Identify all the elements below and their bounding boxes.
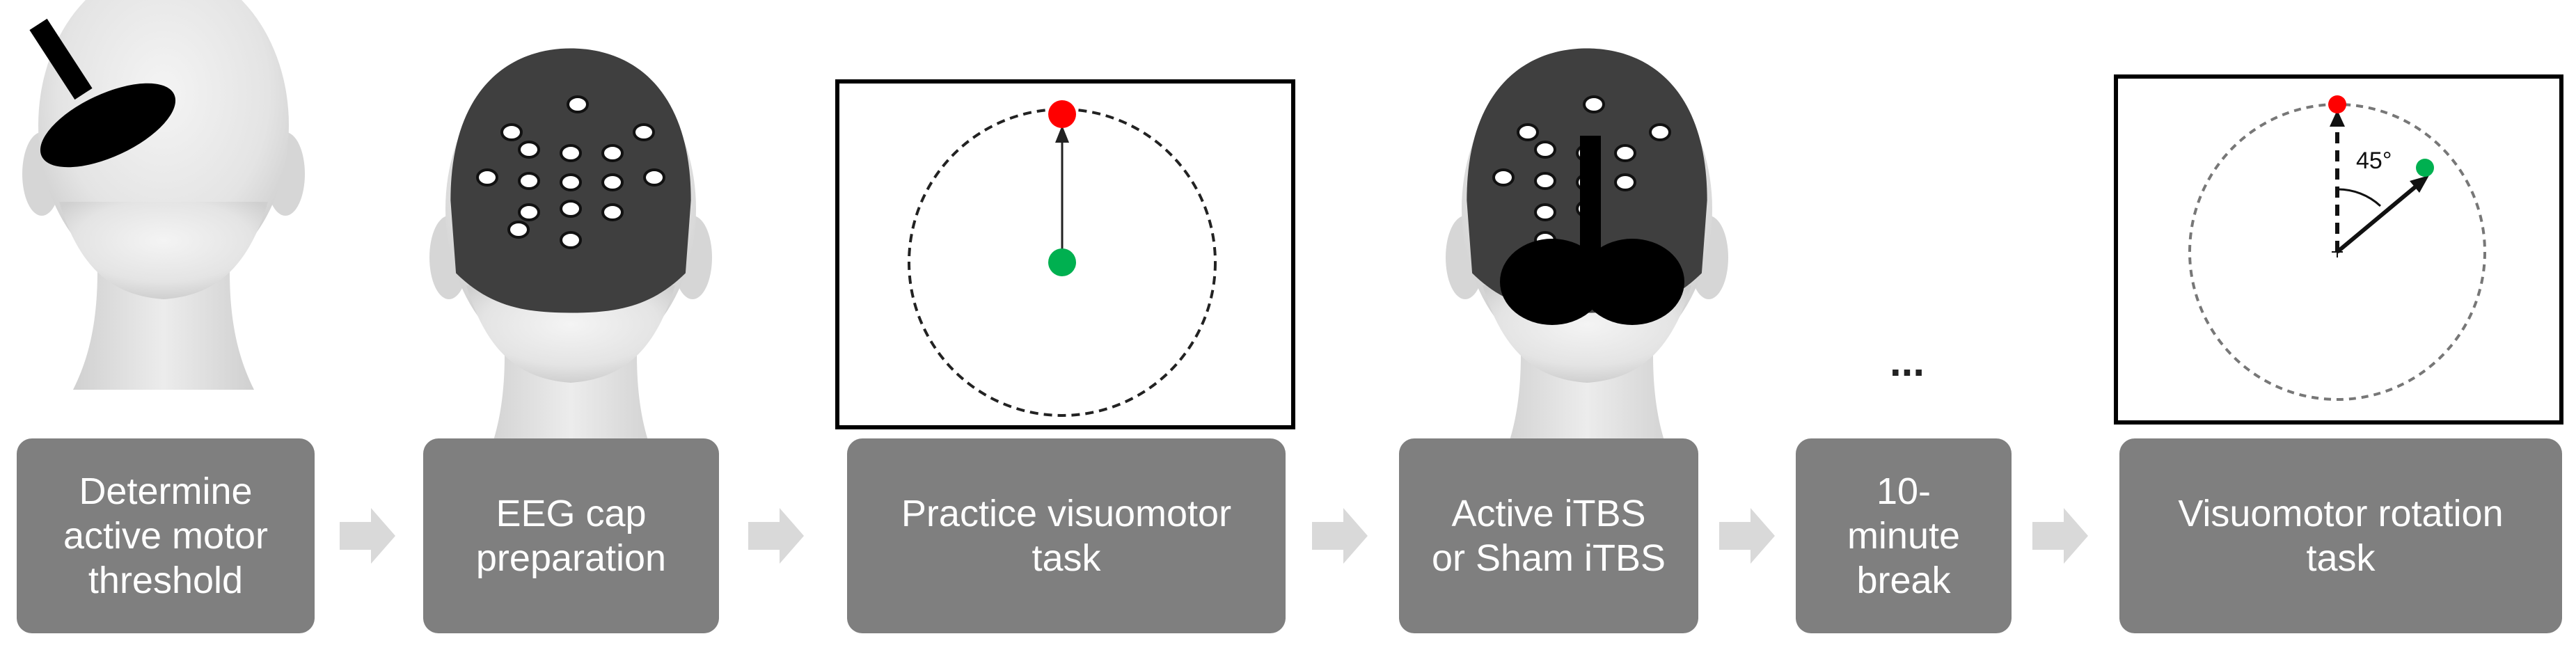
step-rotation: Visuomotor rotation task [2119,438,2562,633]
step-practice-label: Practice visuomotor task [901,493,1232,579]
step-itbs: Active iTBS or Sham iTBS [1399,438,1698,633]
ellipsis: ... [1889,338,1925,385]
practice-task-screen [835,79,1295,429]
arrow-2-icon [748,508,804,564]
electrode-icon [560,231,582,249]
step-rotation-label: Visuomotor rotation task [2178,493,2504,579]
electrode-icon [1492,168,1515,187]
electrode-icon [601,203,624,221]
step-motor-threshold: Determine active motor threshold [17,438,315,633]
step-itbs-label: Active iTBS or Sham iTBS [1431,493,1666,579]
electrode-icon [1534,203,1556,221]
electrode-icon [518,141,540,159]
arrow-3-icon [1312,508,1368,564]
electrode-icon [560,200,582,218]
electrode-icon [1534,141,1556,159]
electrode-icon [643,168,665,187]
figure8-coil-icon [1500,136,1684,325]
practice-target-icon [1048,100,1076,128]
electrode-icon [1583,95,1605,113]
electrode-icon [518,203,540,221]
electrode-icon [476,168,498,187]
electrode-icon [633,123,655,141]
arrow-1-icon [340,508,395,564]
rotation-task-screen [2114,74,2563,425]
electrode-icon [1649,123,1671,141]
electrode-icon [518,172,540,190]
step-eeg-cap-label: EEG cap preparation [475,493,667,579]
practice-cursor-icon [1048,248,1076,276]
rotation-target-icon [2328,95,2346,113]
rotation-cursor-icon [2416,159,2434,177]
electrode-icon [567,95,589,113]
eeg-electrodes-icon [476,95,665,249]
electrode-icon [601,144,624,162]
step-eeg-cap: EEG cap preparation [423,438,719,633]
step-practice: Practice visuomotor task [847,438,1286,633]
electrode-icon [1517,123,1539,141]
electrode-icon [560,144,582,162]
step-motor-threshold-label: Determine active motor threshold [63,470,269,601]
head-eeg-cap-illustration [429,48,712,473]
step-break: 10- minute break [1796,438,2012,633]
arrow-4-icon [1719,508,1775,564]
electrode-icon [560,173,582,191]
electrode-icon [1614,173,1636,191]
tms-coil-icon [29,18,176,168]
electrode-icon [1614,144,1636,162]
electrode-icon [500,123,523,141]
electrode-icon [507,221,530,239]
step-break-label: 10- minute break [1847,470,1961,601]
rotation-angle-label: 45° [2356,148,2392,174]
arrow-5-icon [2032,508,2088,564]
electrode-icon [1534,172,1556,190]
electrode-icon [601,173,624,191]
